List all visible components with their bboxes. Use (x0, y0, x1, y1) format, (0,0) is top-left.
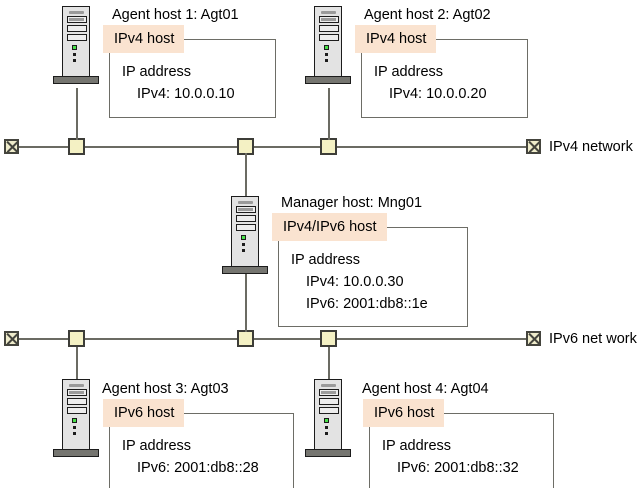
host-title-mng01: Manager host: Mng01 (281, 195, 423, 211)
ip-address-label-agt02: IP address (374, 64, 444, 80)
ipv4-network-bus (13, 146, 533, 148)
server-tower-icon (53, 379, 99, 465)
ipv4-bus-node-agt01[interactable] (68, 138, 85, 155)
ipv4-address-agt02: IPv4: 10.0.0.20 (389, 86, 487, 102)
x-terminator-icon (4, 331, 19, 346)
drop-line-agt01 (75, 88, 78, 140)
ipv6-bus-node-mng01[interactable] (237, 330, 254, 347)
server-tower-icon (305, 6, 351, 92)
drop-line-agt03 (75, 347, 78, 380)
host-title-agt03: Agent host 3: Agt03 (102, 381, 229, 397)
ip-address-label-agt03: IP address (122, 438, 192, 454)
ip-address-label-mng01: IP address (291, 252, 361, 268)
host-tag-agt01: IPv4 host (103, 25, 185, 53)
host-tag-agt02: IPv4 host (355, 25, 437, 53)
ipv4-bus-node-agt02[interactable] (320, 138, 337, 155)
host-tag-agt03: IPv6 host (103, 399, 185, 427)
host-tag-mng01: IPv4/IPv6 host (272, 213, 387, 241)
host-title-agt02: Agent host 2: Agt02 (364, 7, 491, 23)
ip-address-label-agt01: IP address (122, 64, 192, 80)
x-terminator-icon (526, 139, 541, 154)
ipv6-address-mng01: IPv6: 2001:db8::1e (306, 296, 428, 312)
ipv6-bus-node-agt04[interactable] (320, 330, 337, 347)
drop-line-mng01-ipv4 (244, 153, 247, 201)
ipv6-address-agt04: IPv6: 2001:db8::32 (397, 460, 519, 476)
ipv4-network-label: IPv4 network (549, 139, 633, 155)
host-tag-agt04: IPv6 host (363, 399, 445, 427)
ipv6-network-label: IPv6 net work (549, 331, 637, 347)
ipv6-bus-node-agt03[interactable] (68, 330, 85, 347)
host-title-agt01: Agent host 1: Agt01 (112, 7, 239, 23)
ipv4-address-mng01: IPv4: 10.0.0.30 (306, 274, 404, 290)
x-terminator-icon (526, 331, 541, 346)
ipv6-address-agt03: IPv6: 2001:db8::28 (137, 460, 259, 476)
x-terminator-icon (4, 139, 19, 154)
ipv4-address-agt01: IPv4: 10.0.0.10 (137, 86, 235, 102)
drop-line-agt04 (327, 347, 330, 380)
server-tower-icon (53, 6, 99, 92)
server-tower-icon (222, 196, 268, 282)
drop-line-agt02 (327, 88, 330, 140)
ipv6-network-bus (13, 338, 533, 340)
ip-address-label-agt04: IP address (382, 438, 452, 454)
host-title-agt04: Agent host 4: Agt04 (362, 381, 489, 397)
server-tower-icon (305, 379, 351, 465)
drop-line-mng01-ipv6 (244, 272, 247, 332)
